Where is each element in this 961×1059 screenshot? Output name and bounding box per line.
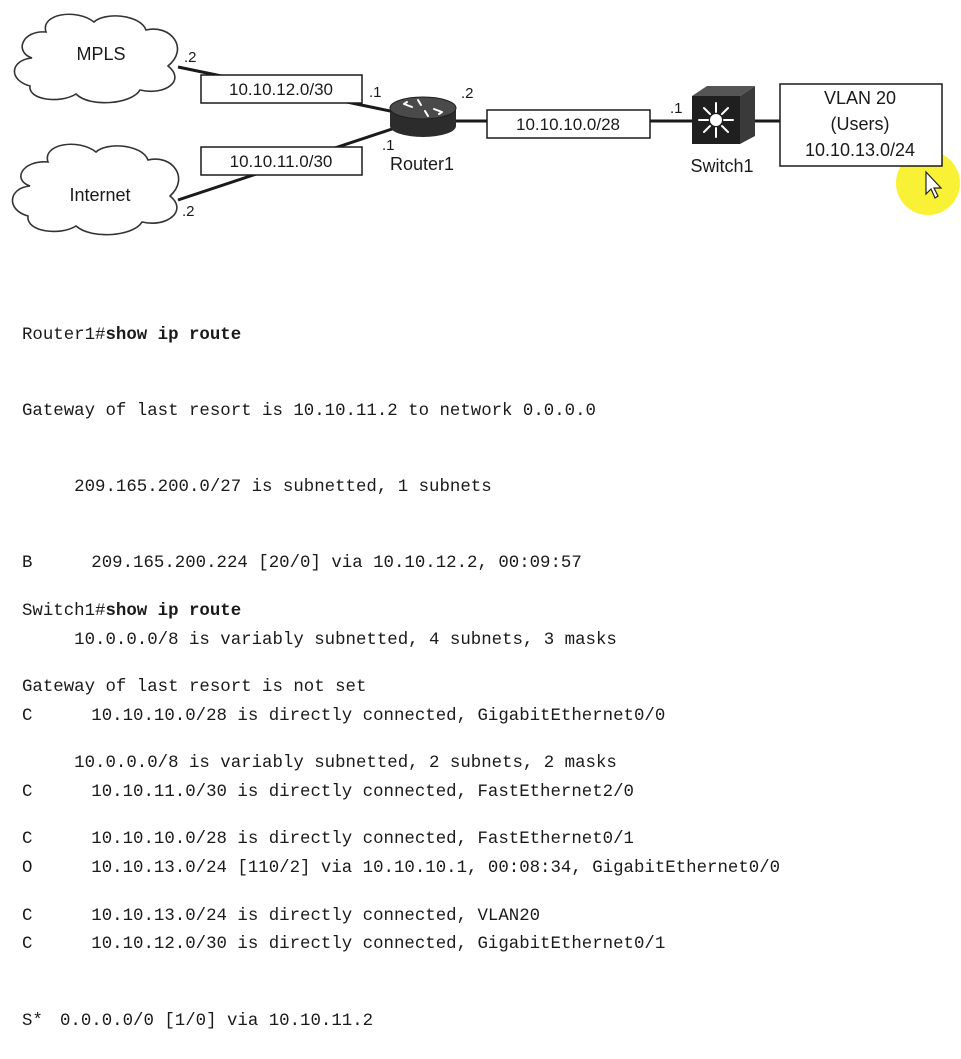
route-text: 10.0.0.0/8 is variably subnetted, 4 subn… (22, 630, 617, 650)
cloud-icon (11, 143, 180, 236)
router-internet-address: .1 (382, 137, 395, 154)
mpls-subnet-box (200, 74, 363, 104)
switch-address: .1 (670, 100, 683, 117)
cloud-icon (13, 13, 179, 104)
route-line: B 209.165.200.224 [20/0] via 10.10.12.2,… (22, 551, 780, 576)
route-line: C 10.10.13.0/24 is directly connected, V… (22, 904, 634, 929)
router-prompt: Router1# (22, 325, 106, 345)
router-label: Router1 (390, 154, 454, 174)
internet-subnet-box (200, 146, 363, 176)
mpls-cloud (13, 13, 179, 104)
route-code: S* (22, 1011, 43, 1031)
mpls-subnet-label: 10.10.12.0/30 (229, 80, 333, 99)
route-text: 10.0.0.0/8 is variably subnetted, 2 subn… (22, 754, 617, 774)
route-code: C (22, 906, 33, 926)
network-diagram: MPLS .2 Internet .2 10.10.12.0/30 10.10.… (11, 13, 960, 236)
route-text: 209.165.200.0/27 is subnetted, 1 subnets (22, 478, 492, 498)
route-line: Gateway of last resort is 10.10.11.2 to … (22, 399, 780, 424)
route-text: Gateway of last resort is not set (22, 678, 367, 698)
mpls-label: MPLS (76, 44, 125, 64)
router-switch-link-address: .2 (461, 85, 474, 102)
switch-link-subnet-label: 10.10.10.0/28 (516, 115, 620, 134)
switch-label: Switch1 (690, 156, 753, 176)
switch-route-table: Switch1#show ip route Gateway of last re… (22, 548, 634, 954)
route-text: Gateway of last resort is 10.10.11.2 to … (22, 402, 596, 422)
multilayer-switch-icon (692, 86, 755, 144)
route-line: 10.0.0.0/8 is variably subnetted, 4 subn… (22, 628, 780, 653)
route-text: 10.10.13.0/24 is directly connected, VLA… (60, 906, 541, 926)
router-icon (389, 96, 457, 137)
vlan-subnet: 10.10.13.0/24 (805, 140, 915, 160)
vlan-box (779, 83, 943, 167)
route-line: C 10.10.10.0/28 is directly connected, F… (22, 827, 634, 852)
route-code: B (22, 554, 33, 574)
switch-command-line: Switch1#show ip route (22, 599, 634, 624)
switch-link-subnet-box (486, 109, 651, 139)
route-text: 0.0.0.0/0 [1/0] via 10.10.11.2 (60, 1011, 374, 1031)
mpls-address: .2 (184, 49, 197, 66)
router-command: show ip route (105, 325, 242, 345)
route-line: Gateway of last resort is not set (22, 675, 634, 700)
vlan-description: (Users) (831, 114, 890, 134)
internet-subnet-label: 10.10.11.0/30 (230, 152, 333, 171)
router-command-line: Router1#show ip route (22, 323, 780, 348)
switch-command: show ip route (105, 601, 242, 621)
internet-cloud (11, 143, 180, 236)
switch-prompt: Switch1# (22, 601, 106, 621)
route-text: 10.10.10.0/28 is directly connected, Fas… (60, 830, 634, 850)
internet-label: Internet (69, 185, 130, 205)
route-line: 209.165.200.0/27 is subnetted, 1 subnets (22, 475, 780, 500)
internet-address: .2 (182, 203, 195, 220)
router-mpls-address: .1 (369, 84, 382, 101)
vlan-name: VLAN 20 (824, 88, 896, 108)
route-text: 209.165.200.224 [20/0] via 10.10.12.2, 0… (60, 554, 582, 574)
mouse-pointer-icon (925, 170, 943, 199)
route-code: C (22, 830, 33, 850)
route-line: S* 0.0.0.0/0 [1/0] via 10.10.11.2 (22, 1009, 780, 1034)
route-line: 10.0.0.0/8 is variably subnetted, 2 subn… (22, 751, 634, 776)
